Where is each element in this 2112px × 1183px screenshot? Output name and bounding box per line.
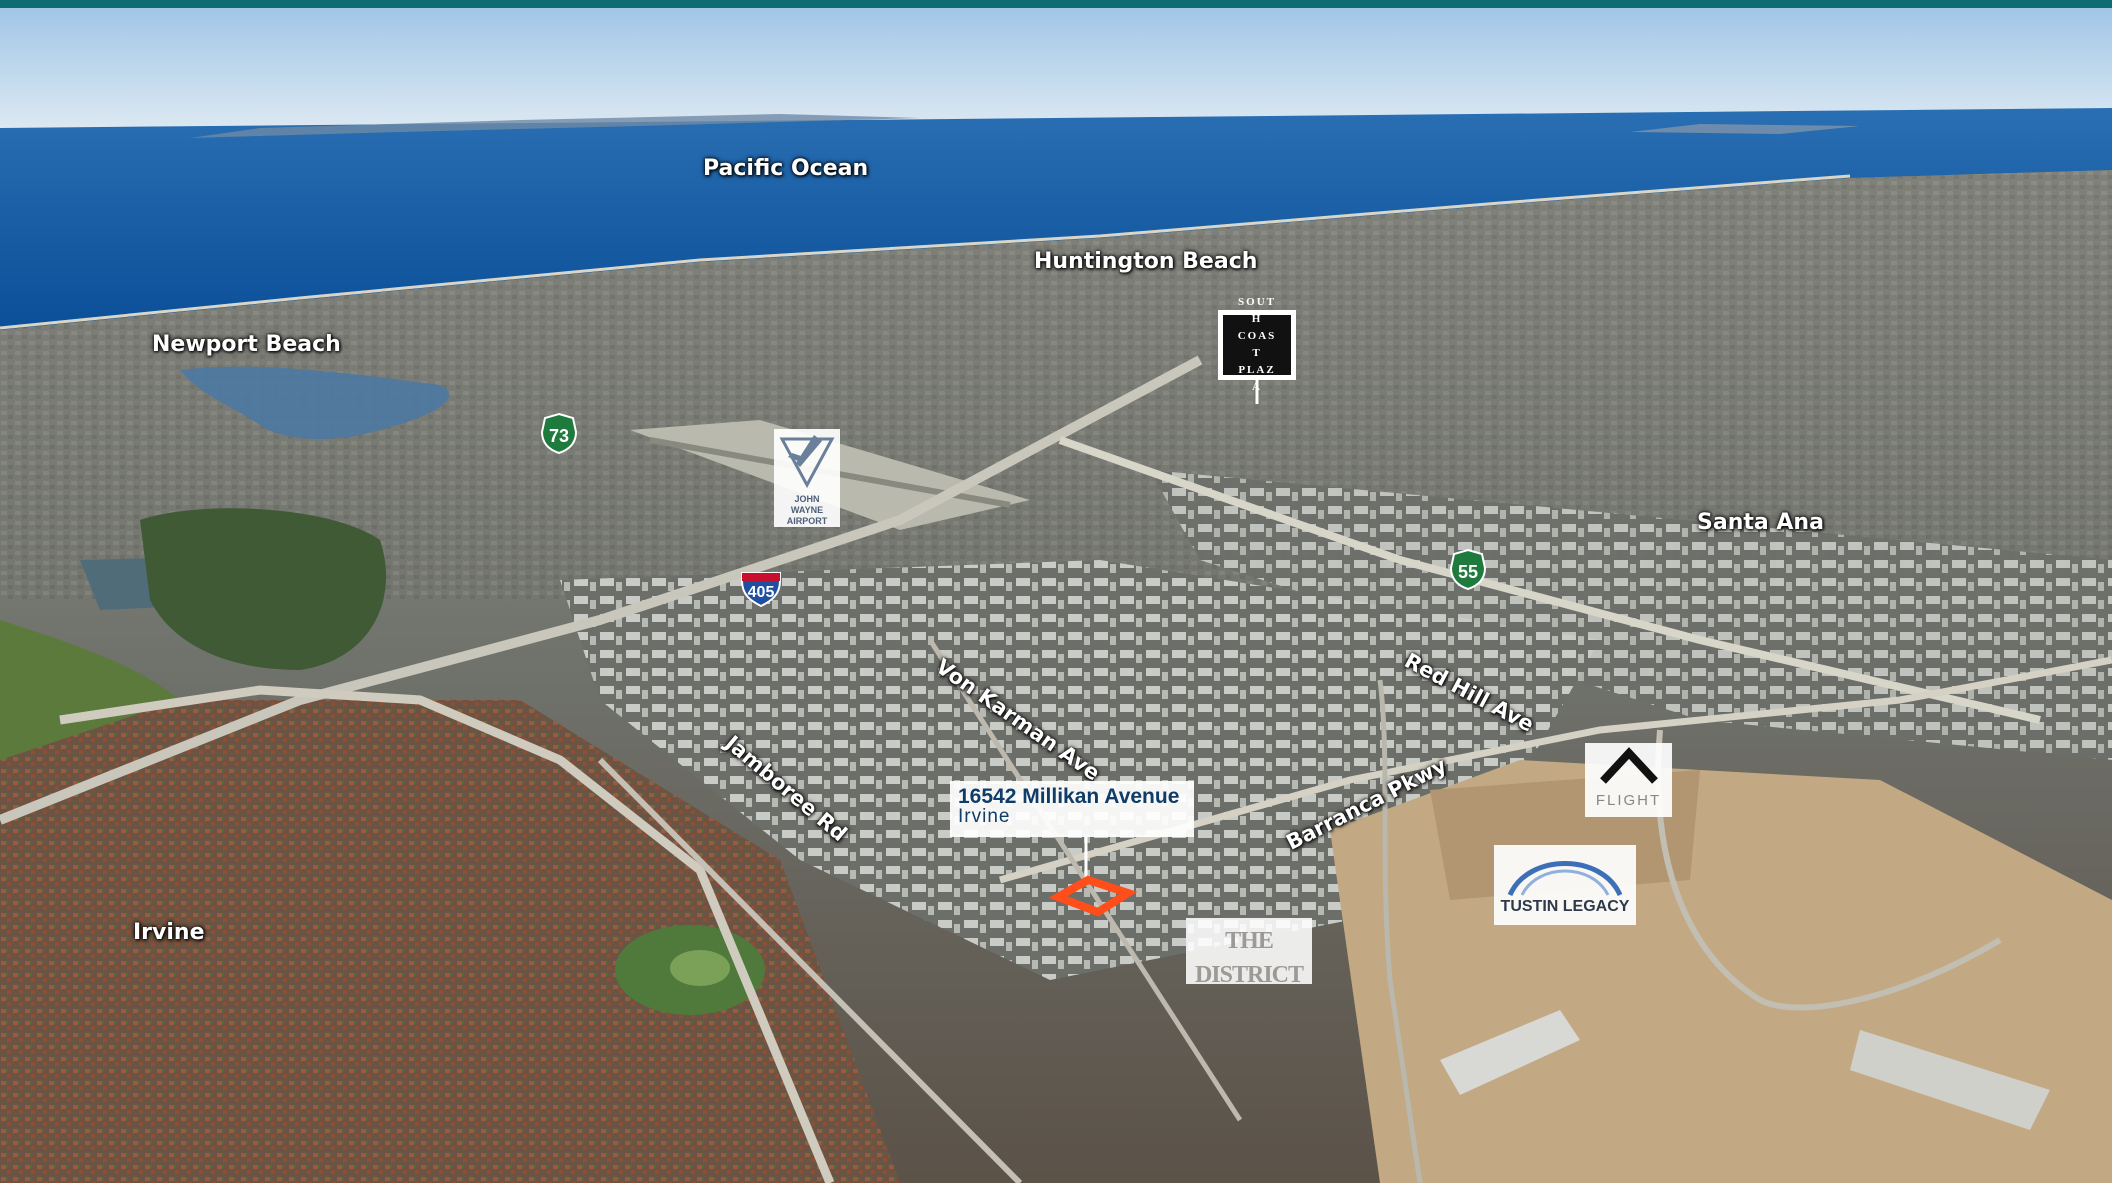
john-wayne-airport-logo[interactable]: JOHN WAYNE AIRPORT	[774, 429, 840, 527]
airport-plane-icon	[779, 435, 835, 489]
label-irvine: Irvine	[133, 920, 205, 945]
route-55-shield: 55	[1449, 548, 1487, 591]
south-coast-plaza-text: SOUTH COAST PLAZA	[1237, 296, 1277, 393]
flight-logo[interactable]: FLIGHT	[1585, 743, 1672, 817]
route-73-shield: 73	[540, 412, 578, 455]
label-newport-beach: Newport Beach	[152, 332, 341, 357]
tustin-legacy-text: TUSTIN LEGACY	[1500, 898, 1630, 915]
property-callout[interactable]: 16542 Millikan Avenue Irvine	[950, 781, 1194, 837]
flight-text: FLIGHT	[1595, 792, 1662, 809]
label-pacific-ocean: Pacific Ocean	[703, 156, 869, 181]
top-bar	[0, 0, 2112, 8]
site-marker[interactable]	[1048, 875, 1138, 917]
tustin-legacy-logo[interactable]: TUSTIN LEGACY	[1494, 845, 1636, 925]
route-73-number: 73	[548, 426, 570, 446]
flight-roof-icon	[1599, 747, 1658, 784]
route-405-number: 405	[747, 584, 775, 601]
property-city: Irvine	[958, 806, 1011, 827]
south-coast-plaza-logo[interactable]: SOUTH COAST PLAZA	[1218, 296, 1296, 393]
route-405-shield: 405	[739, 571, 783, 608]
label-santa-ana: Santa Ana	[1697, 510, 1824, 535]
property-address: 16542 Millikan Avenue	[958, 785, 1180, 808]
route-55-number: 55	[1457, 562, 1479, 582]
john-wayne-airport-text: JOHN WAYNE AIRPORT	[786, 494, 828, 526]
the-district-text: THE DISTRICT	[1194, 928, 1304, 988]
the-district-logo[interactable]: THE DISTRICT	[1186, 918, 1312, 988]
label-huntington-beach: Huntington Beach	[1034, 249, 1258, 274]
tustin-legacy-arch-icon	[1507, 861, 1623, 897]
